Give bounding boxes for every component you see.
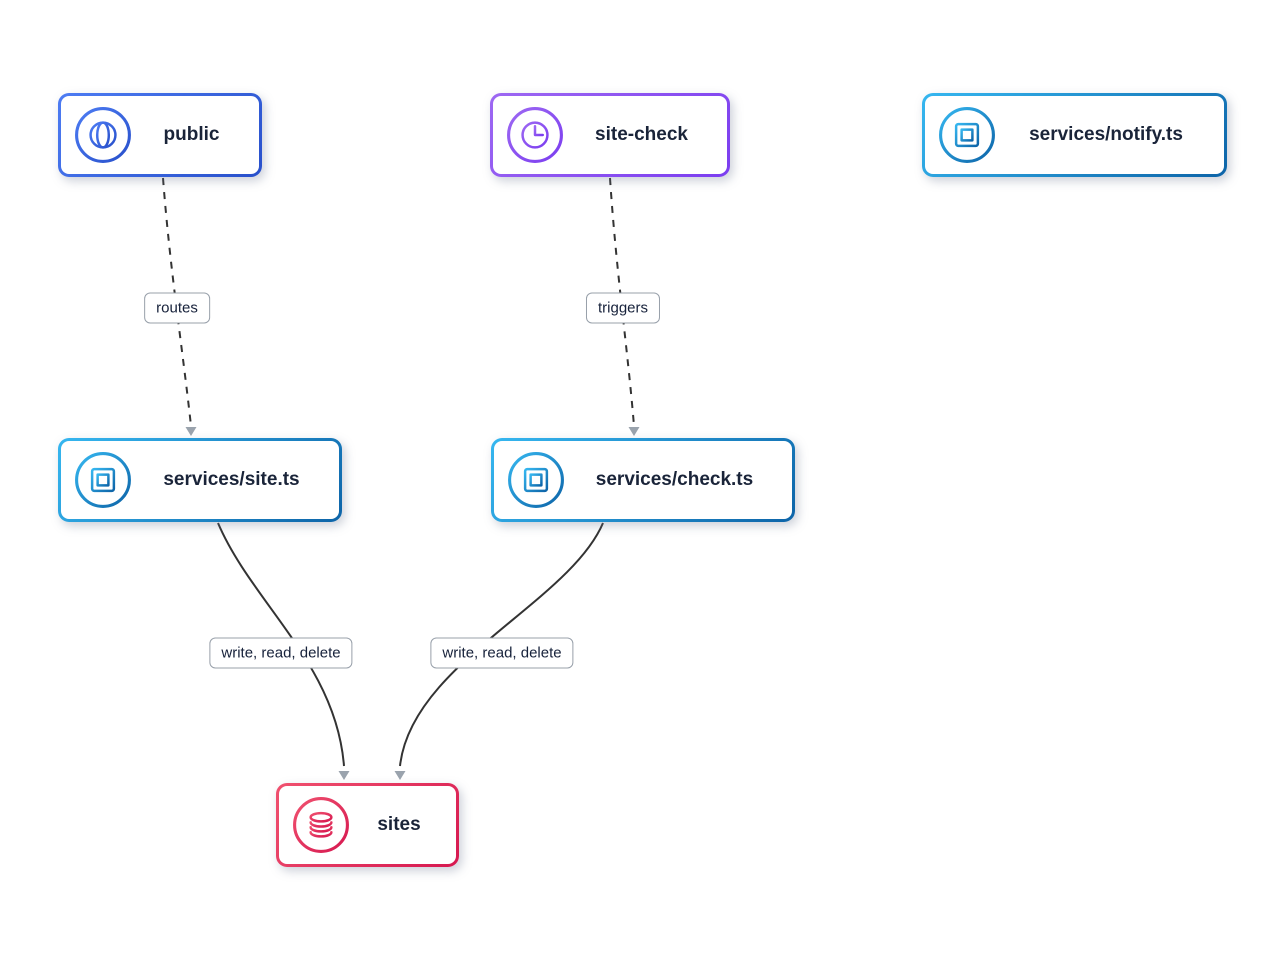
database-icon (292, 796, 350, 854)
node-site-check: site-check (490, 93, 730, 177)
node-label: services/site.ts (163, 469, 300, 490)
edge-label-write-read-delete: write, read, delete (209, 637, 353, 669)
edge-label-triggers: triggers (585, 292, 661, 324)
edge-label-write-read-delete: write, read, delete (430, 637, 574, 669)
node-services-check: services/check.ts (491, 438, 795, 522)
clock-icon (506, 106, 564, 164)
arrowhead (185, 427, 197, 436)
arrowhead (394, 771, 406, 780)
arrowhead (338, 771, 350, 780)
node-label: public (163, 124, 220, 145)
chip-icon (938, 106, 996, 164)
node-label: services/check.ts (595, 469, 754, 490)
arrowhead (628, 427, 640, 436)
globe-icon (74, 106, 132, 164)
node-services-notify: services/notify.ts (922, 93, 1227, 177)
node-label: services/notify.ts (1029, 124, 1183, 145)
chip-icon (74, 451, 132, 509)
node-public: public (58, 93, 262, 177)
edge-label-routes: routes (144, 292, 210, 324)
node-label: site-check (595, 124, 688, 145)
chip-icon (507, 451, 565, 509)
node-sites: sites (276, 783, 459, 867)
node-services-site: services/site.ts (58, 438, 342, 522)
node-label: sites (377, 814, 421, 835)
